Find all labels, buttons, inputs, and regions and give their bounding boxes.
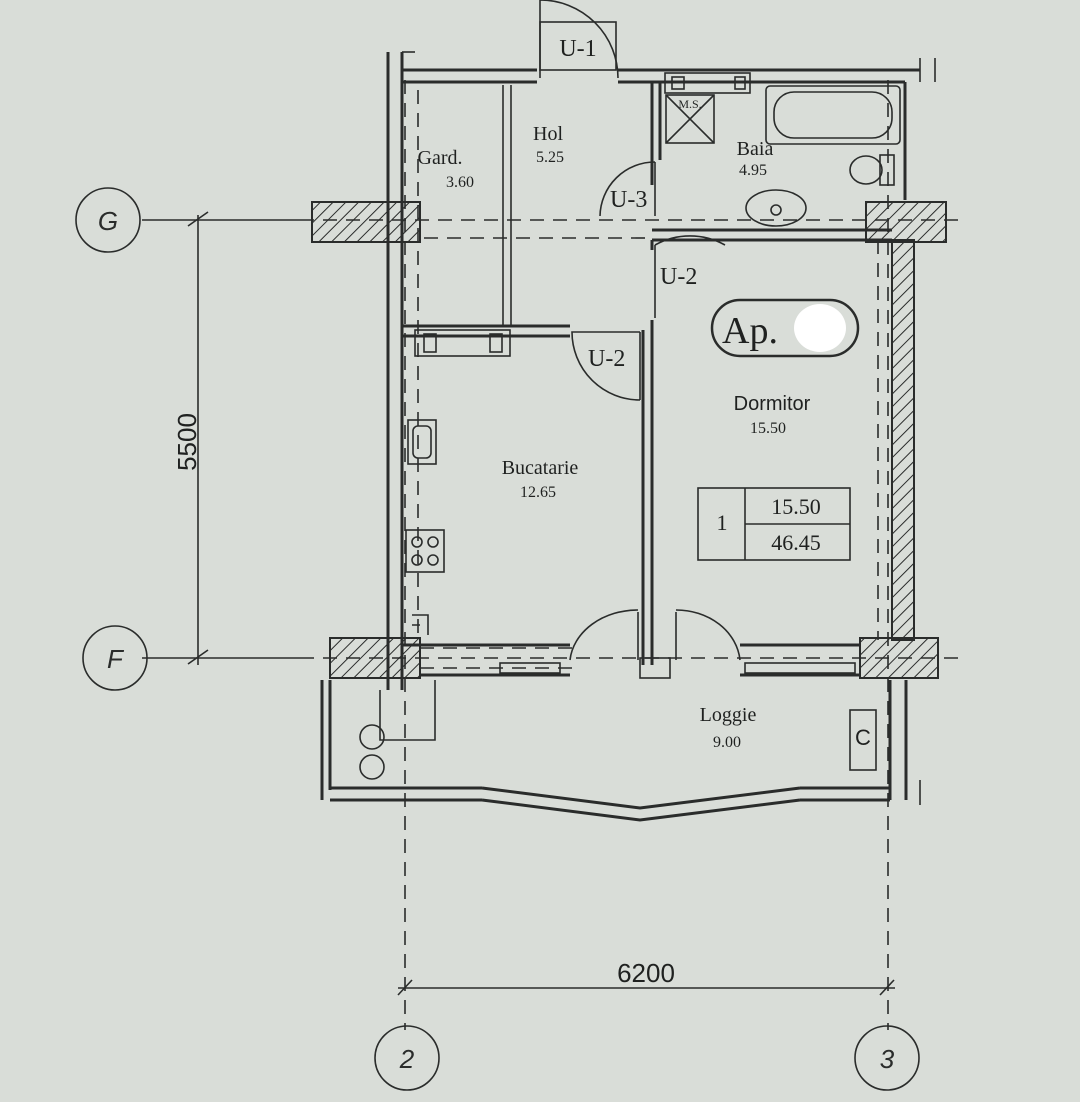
summary-living-area: 15.50 [771, 494, 821, 519]
door-u2-kitchen-label: U-2 [588, 346, 625, 372]
dashed-guides [417, 90, 650, 669]
axis-label-2: 2 [399, 1044, 415, 1074]
column-g-left [311, 201, 421, 243]
dimension-horizontal: 6200 [397, 958, 895, 996]
door-u3-label: U-3 [610, 187, 647, 213]
axis-marker-f: F [82, 625, 148, 691]
room-gard-area: 3.60 [446, 174, 474, 191]
stove [405, 529, 445, 573]
room-hol-area: 5.25 [536, 149, 564, 166]
door-u3: U-3 [599, 161, 656, 217]
room-bucatarie: Bucatarie 12.65 [502, 457, 579, 501]
room-gard-name: Gard. [418, 147, 463, 169]
bathroom-fixtures: M.S. [664, 72, 901, 227]
room-loggie-area: 9.00 [713, 734, 741, 751]
room-hol-name: Hol [533, 123, 563, 145]
axis-label-g: G [98, 206, 118, 236]
axis-marker-3: 3 [854, 1025, 920, 1091]
ms-label: M.S. [678, 97, 701, 111]
door-u2-kitchen: U-2 [571, 331, 641, 401]
summary-table: 1 15.50 46.45 [697, 487, 851, 561]
column-f-right [859, 637, 939, 679]
axis-lines [142, 80, 960, 1030]
axis-marker-2: 2 [374, 1025, 440, 1091]
dimension-horizontal-label: 6200 [617, 958, 675, 988]
walls [320, 51, 936, 822]
column-g-right [865, 201, 947, 243]
column-f-middle [639, 657, 671, 679]
room-loggie: Loggie 9.00 [700, 704, 757, 751]
summary-total-area: 46.45 [771, 530, 821, 555]
axis-label-3: 3 [880, 1044, 895, 1074]
hallway-radiator [414, 329, 511, 357]
apartment-tag: Ap. [710, 298, 860, 358]
room-hol: Hol 5.25 [533, 123, 564, 166]
room-bucatarie-name: Bucatarie [502, 457, 579, 479]
door-u2-top-label: U-2 [660, 264, 697, 290]
room-loggie-name: Loggie [700, 704, 757, 726]
door-u1-label: U-1 [559, 36, 596, 62]
dimension-vertical: 5500 [172, 211, 209, 665]
door-u2-top: U-2 [654, 235, 726, 318]
column-f-left [329, 637, 421, 679]
redaction-blot [794, 304, 846, 352]
room-dormitor: Dormitor 15.50 [734, 393, 811, 437]
dimension-vertical-label: 5500 [172, 413, 202, 471]
axis-marker-g: G [75, 187, 141, 253]
room-bucatarie-area: 12.65 [520, 484, 556, 501]
summary-room-count: 1 [717, 510, 728, 535]
loggie-fixtures: C [359, 680, 877, 780]
room-baia-area: 4.95 [739, 162, 767, 179]
room-dormitor-area: 15.50 [750, 420, 786, 437]
axis-label-f: F [107, 644, 125, 674]
room-dormitor-name: Dormitor [734, 393, 811, 415]
room-baia-name: Baia [737, 138, 774, 160]
door-u1: U-1 [539, 0, 619, 79]
boiler-label: C [855, 725, 871, 750]
kitchen-sink [407, 419, 437, 465]
room-baia: Baia 4.95 [737, 138, 774, 179]
columns [311, 201, 947, 679]
apartment-label: Ap. [722, 310, 778, 352]
room-gard: Gard. 3.60 [418, 147, 474, 191]
right-wall-hatch [891, 239, 915, 641]
balcony-doors [569, 609, 741, 661]
